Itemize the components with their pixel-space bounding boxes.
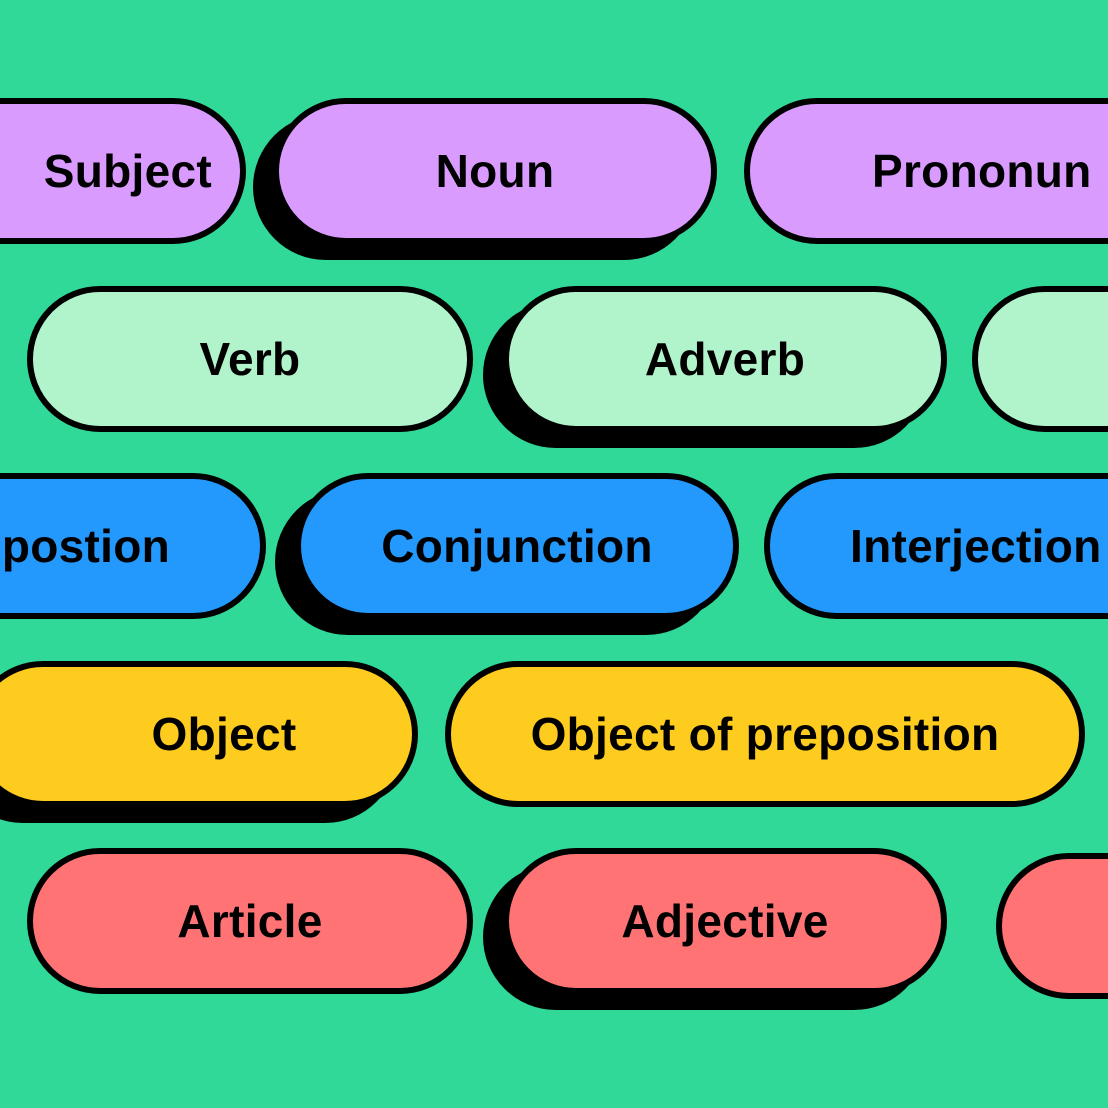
pill-label: Prepostion	[0, 520, 170, 572]
pill-label: Adverb	[644, 333, 806, 385]
pill-label: Prononun	[872, 145, 1092, 197]
pill-object-of-preposition: Object of preposition	[445, 661, 1085, 807]
pill-label: Noun	[435, 145, 555, 197]
pill-article: Article	[27, 848, 473, 994]
pill-noun: Noun	[273, 98, 717, 244]
pill-label: Object of preposition	[530, 708, 1000, 760]
pill-label: Interjection	[850, 520, 1102, 572]
pill-adverb: Adverb	[503, 286, 947, 432]
pill-row5-partial	[996, 853, 1108, 999]
pill-label: Conjunction	[381, 520, 653, 572]
pill-label: Adjective	[621, 895, 829, 947]
pill-verb: Verb	[27, 286, 473, 432]
pill-row2-partial	[972, 286, 1108, 432]
pill-adjective: Adjective	[503, 848, 947, 994]
pill-interjection: Interjection	[764, 473, 1108, 619]
pill-prononun: Prononun	[744, 98, 1108, 244]
pill-label: Subject	[43, 145, 212, 197]
pill-prepostion: Prepostion	[0, 473, 266, 619]
pill-subject: Subject	[0, 98, 246, 244]
pill-label: Verb	[199, 333, 301, 385]
pill-conjunction: Conjunction	[295, 473, 739, 619]
pill-label: Article	[177, 895, 323, 947]
pill-object: Object	[0, 661, 418, 807]
pill-label: Object	[151, 708, 297, 760]
